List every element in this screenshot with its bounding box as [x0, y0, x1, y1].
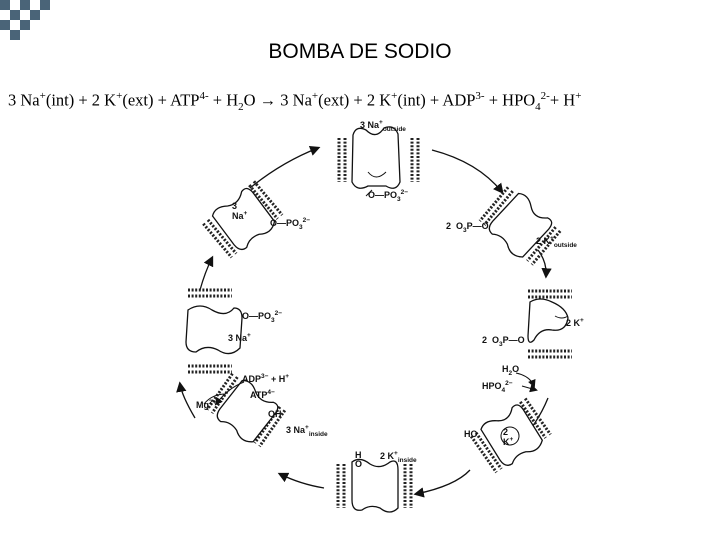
s6-atp-label: ATP4−	[250, 389, 275, 400]
page-title: BOMBA DE SODIO	[268, 40, 452, 63]
state-6-protein	[205, 372, 287, 448]
s2-phosphate-label: 2 O3P—O	[446, 221, 489, 234]
side-arrows	[203, 372, 538, 406]
reaction-equation: 3 Na+(int) + 2 K+(ext) + ATP4- + H2O → 3…	[8, 90, 582, 113]
state-2-protein	[478, 185, 562, 267]
state-1-protein	[337, 126, 420, 197]
s3-potassium-label: 2 K+	[566, 317, 584, 328]
cycle-arrows	[176, 145, 552, 498]
s1-sodium-outside-label: 3 Na+outside	[360, 119, 406, 133]
s1-phosphate-label: O—PO32−	[368, 189, 409, 203]
state-3-protein	[526, 289, 574, 359]
s3-hydrogen-phosphate-label: HPO42−	[482, 380, 513, 394]
s8-phosphate-label: O—PO32−	[270, 217, 311, 231]
s6-adp-label: ADP3− + H+	[242, 373, 289, 384]
s4-hydroxyl-label: HO	[464, 429, 478, 439]
state-8-protein	[201, 179, 284, 259]
s7-sodium-label: 3 Na+	[228, 332, 251, 343]
s6-hydroxyl-label: OH	[268, 409, 282, 419]
s6-sodium-inside-label: 3 Na+inside	[286, 424, 328, 438]
arrow-icon: →	[259, 90, 277, 110]
s3-water-label: H2O	[502, 364, 520, 377]
corner-decoration	[0, 0, 50, 40]
s6-magnesium-label: Mg2+	[196, 399, 217, 410]
s2-potassium-outside-label: 2 K+outside	[536, 235, 577, 249]
s3-phosphate-label: 2 O3P—O	[482, 335, 525, 348]
state-4-protein	[469, 396, 552, 474]
state-5-protein	[336, 458, 413, 513]
s5-potassium-inside-label: 2 K+inside	[380, 450, 417, 464]
s7-phosphate-label: O—PO32−	[242, 310, 283, 324]
state-7-protein	[185, 288, 243, 374]
